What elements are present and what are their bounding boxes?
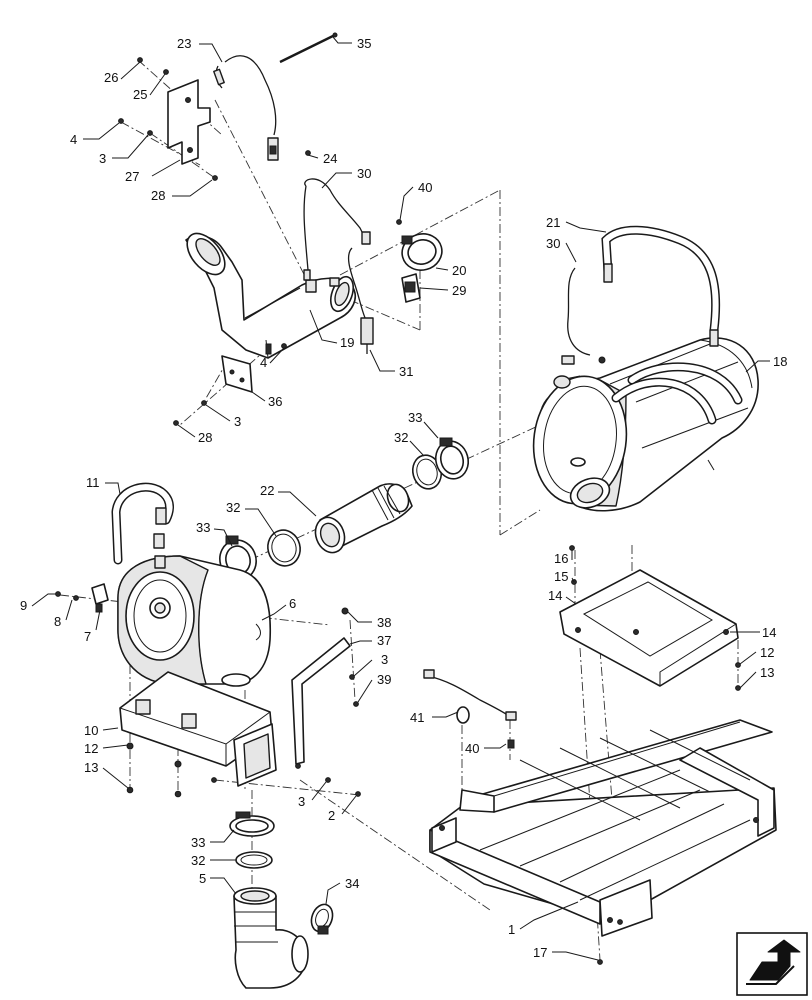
- sensor-wire-31: [347, 247, 374, 354]
- callout-4b: 4: [260, 355, 267, 370]
- callout-33b: 33: [196, 520, 210, 535]
- callout-16: 16: [554, 551, 568, 566]
- sensor-wire-30-right: [561, 267, 591, 365]
- canister-6: [117, 555, 272, 687]
- callout-28a: 28: [151, 188, 165, 203]
- callout-8: 8: [54, 614, 61, 629]
- next-page-arrow-icon[interactable]: [736, 932, 808, 996]
- callout-40a: 40: [418, 180, 432, 195]
- strap-21: [601, 225, 721, 347]
- callout-20: 20: [452, 263, 466, 278]
- callout-32a: 32: [394, 430, 408, 445]
- leader-lines: [31, 36, 770, 961]
- callout-37: 37: [377, 633, 391, 648]
- sensor-wire-30-upper: [303, 178, 371, 281]
- clamp-34: [310, 903, 334, 935]
- callout-14a: 14: [548, 588, 562, 603]
- callout-32c: 32: [191, 853, 205, 868]
- clamp-33-lower: [229, 811, 275, 837]
- callout-17: 17: [533, 945, 547, 960]
- callout-33c: 33: [191, 835, 205, 850]
- base-frame-1: [429, 719, 777, 965]
- gasket-32-middle: [267, 529, 301, 567]
- callout-19: 19: [340, 335, 354, 350]
- callout-6: 6: [289, 596, 296, 611]
- callout-14b: 14: [762, 625, 776, 640]
- callout-27: 27: [125, 169, 139, 184]
- callout-40b: 40: [465, 741, 479, 756]
- callout-18: 18: [773, 354, 787, 369]
- callout-3c: 3: [381, 652, 388, 667]
- callout-11: 11: [86, 475, 100, 490]
- callout-33a: 33: [408, 410, 422, 425]
- callout-7: 7: [84, 629, 91, 644]
- callout-4a: 4: [70, 132, 77, 147]
- callout-38: 38: [377, 615, 391, 630]
- callout-12a: 12: [760, 645, 774, 660]
- callout-15: 15: [554, 569, 568, 584]
- callout-34: 34: [345, 876, 359, 891]
- clamp-33-upper: [434, 437, 470, 480]
- callout-10: 10: [84, 723, 98, 738]
- callout-13a: 13: [760, 665, 774, 680]
- callout-36: 36: [268, 394, 282, 409]
- callout-12b: 12: [84, 741, 98, 756]
- rod-35: [279, 32, 338, 64]
- callout-35: 35: [357, 36, 371, 51]
- callout-2: 2: [328, 808, 335, 823]
- callout-21: 21: [546, 215, 560, 230]
- alignment-lines: [59, 59, 739, 961]
- callout-26: 26: [104, 70, 118, 85]
- callout-29: 29: [452, 283, 466, 298]
- callout-13b: 13: [84, 760, 98, 775]
- harness-41: [423, 669, 517, 749]
- strap-11: [111, 482, 174, 565]
- callout-32b: 32: [226, 500, 240, 515]
- callout-25: 25: [133, 87, 147, 102]
- callout-24: 24: [323, 151, 337, 166]
- callout-39: 39: [377, 672, 391, 687]
- callout-3b: 3: [234, 414, 241, 429]
- callout-31: 31: [399, 364, 413, 379]
- callout-22: 22: [260, 483, 274, 498]
- callout-30b: 30: [546, 236, 560, 251]
- frame-10: [119, 671, 301, 798]
- bracket-37: [291, 607, 361, 797]
- clamp-20: [396, 219, 443, 271]
- tailpipe-19: [185, 232, 356, 359]
- sensor-7: [55, 583, 109, 613]
- callout-30a: 30: [357, 166, 371, 181]
- callout-numbers: 23 35 26 25 4 3 27 24 28 30 40 20 29 19 …: [20, 36, 787, 960]
- flex-pipe-22: [314, 483, 413, 554]
- muffler-18: [532, 337, 759, 512]
- elbow-5: [233, 887, 309, 989]
- callout-28b: 28: [198, 430, 212, 445]
- callout-3d: 3: [298, 794, 305, 809]
- gasket-32-lower: [235, 851, 273, 869]
- clip-29: [401, 273, 421, 303]
- mount-plate-14: [559, 545, 741, 691]
- upper-bracket-part: [167, 79, 211, 165]
- callout-41: 41: [410, 710, 424, 725]
- strap-23: [213, 55, 279, 161]
- small-hardware-top: [118, 57, 311, 181]
- callout-23: 23: [177, 36, 191, 51]
- callout-9: 9: [20, 598, 27, 613]
- gasket-32-upper: [411, 454, 443, 490]
- callout-5: 5: [199, 871, 206, 886]
- callout-3a: 3: [99, 151, 106, 166]
- callout-1: 1: [508, 922, 515, 937]
- muffler-bands: [611, 362, 743, 425]
